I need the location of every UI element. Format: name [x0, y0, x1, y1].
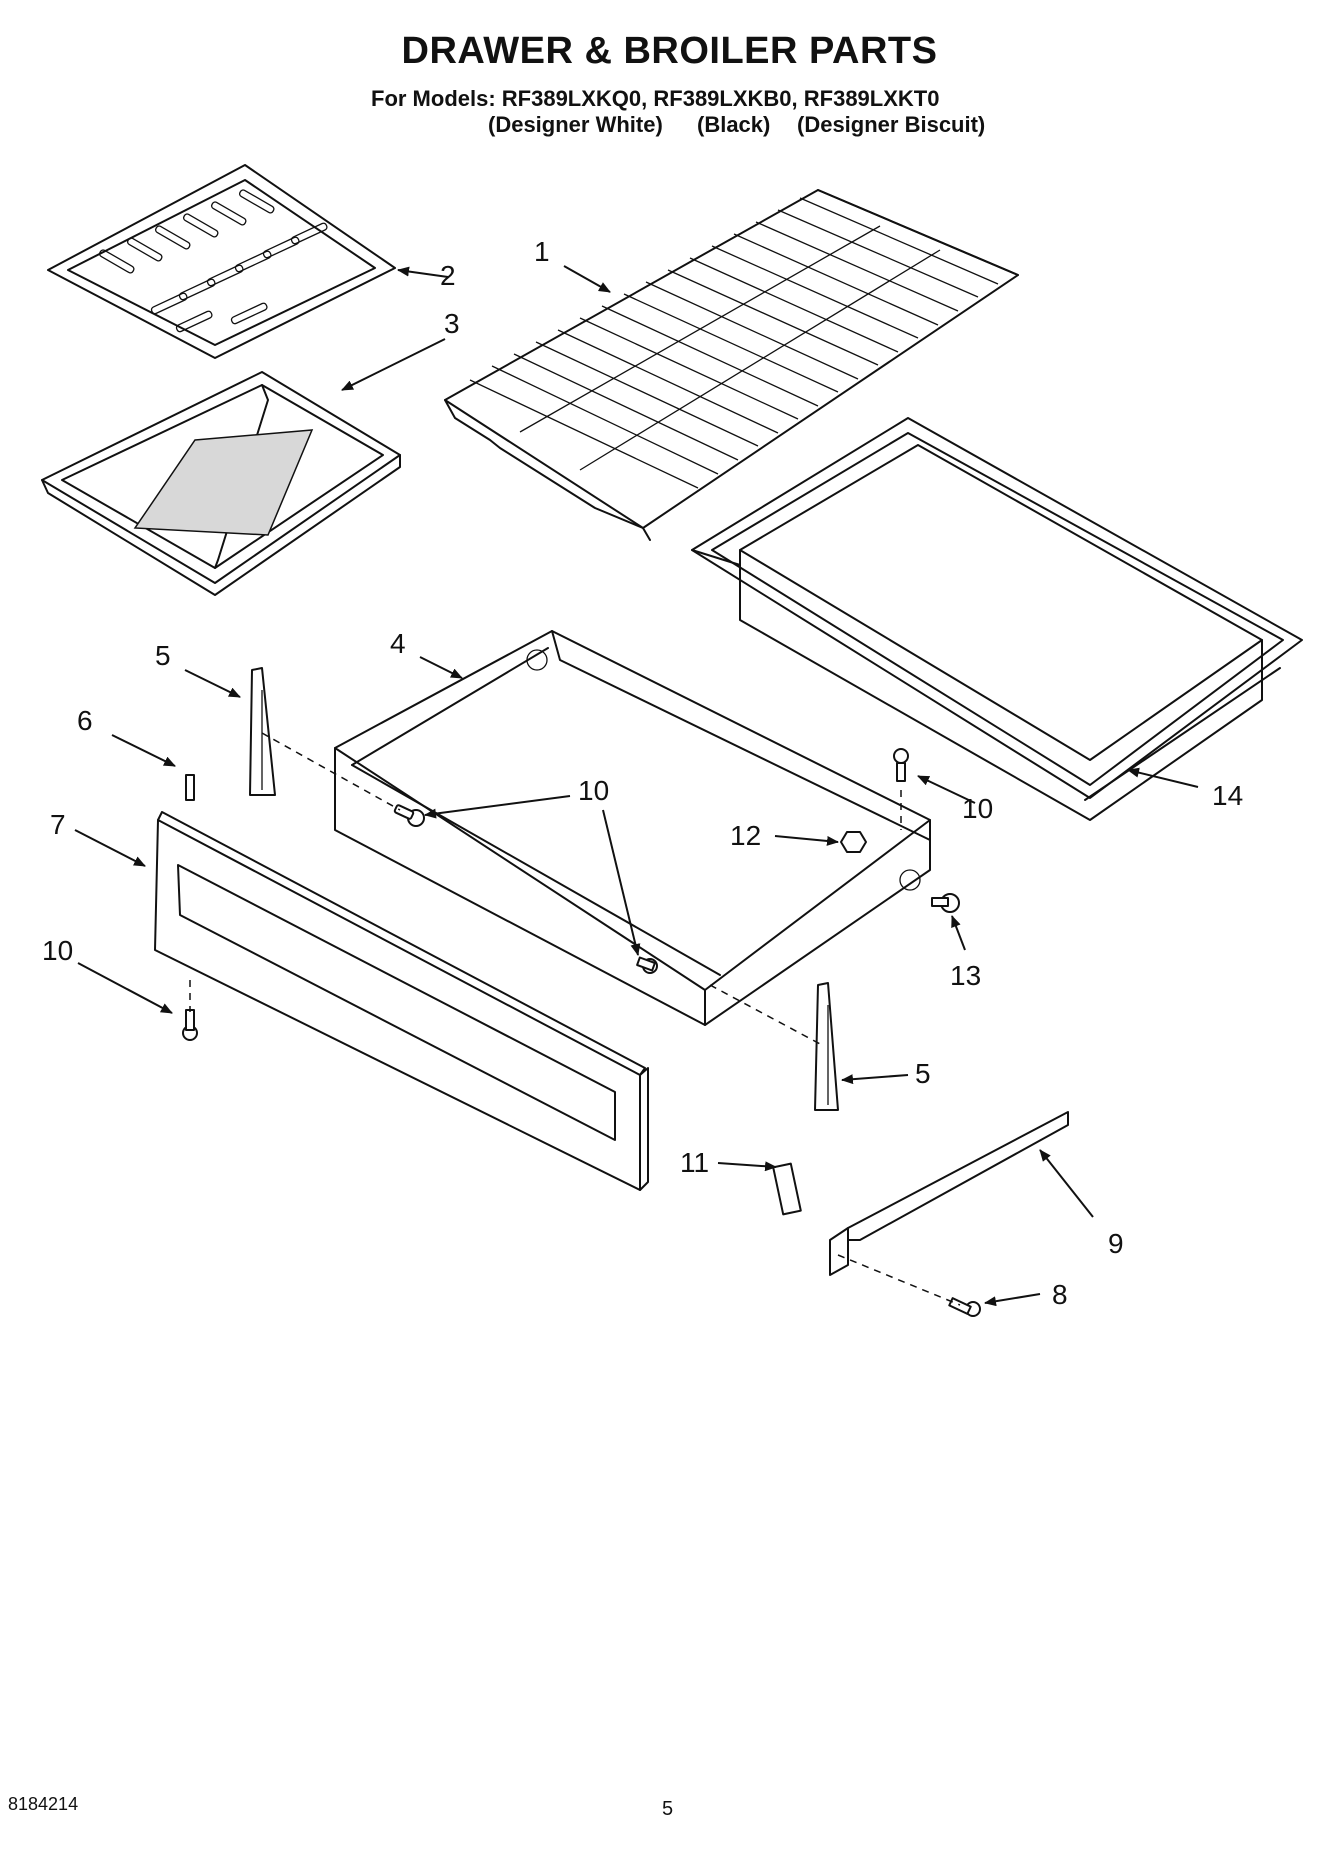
callout-10-left: 10 — [42, 935, 73, 966]
part-2-broiler-grid — [47, 164, 396, 359]
models-line: For Models: RF389LXKQ0, RF389LXKB0, RF38… — [371, 86, 940, 111]
callout-5-right: 5 — [915, 1058, 931, 1089]
callout-13: 13 — [950, 960, 981, 991]
callout-10-right: 10 — [962, 793, 993, 824]
part-5-slide-right — [814, 982, 839, 1111]
variant-designer-white: (Designer White) — [488, 112, 663, 137]
hardware-parts — [182, 748, 981, 1317]
page-number: 5 — [662, 1798, 674, 1820]
part-4-drawer-body — [334, 630, 931, 1026]
page-title: DRAWER & BROILER PARTS — [401, 30, 938, 72]
document-number: 8184214 — [8, 1794, 79, 1814]
callout-14: 14 — [1212, 780, 1243, 811]
part-7-drawer-front — [154, 811, 649, 1191]
callout-4: 4 — [390, 628, 406, 659]
part-5-slide-left — [249, 667, 276, 796]
callout-12: 12 — [730, 820, 761, 851]
callout-3: 3 — [444, 308, 460, 339]
part-11-bracket — [772, 1162, 802, 1216]
callout-8: 8 — [1052, 1279, 1068, 1310]
callout-leaders — [74, 265, 1199, 1307]
variant-designer-biscuit: (Designer Biscuit) — [797, 112, 986, 137]
part-14-drawer-liner — [691, 417, 1303, 821]
variant-black: (Black) — [697, 112, 771, 137]
callout-11: 11 — [680, 1147, 709, 1178]
callout-5-left: 5 — [155, 640, 171, 671]
callout-1: 1 — [534, 236, 550, 267]
callout-10-center: 10 — [578, 775, 609, 806]
callout-2: 2 — [440, 260, 456, 291]
callout-9: 9 — [1108, 1228, 1124, 1259]
part-1-rack — [444, 189, 1019, 541]
callout-6: 6 — [77, 705, 93, 736]
part-9-rail — [829, 1111, 1069, 1276]
callout-7: 7 — [50, 809, 66, 840]
assembly-dashed-lines — [189, 732, 961, 1306]
part-3-broiler-pan — [41, 371, 401, 596]
